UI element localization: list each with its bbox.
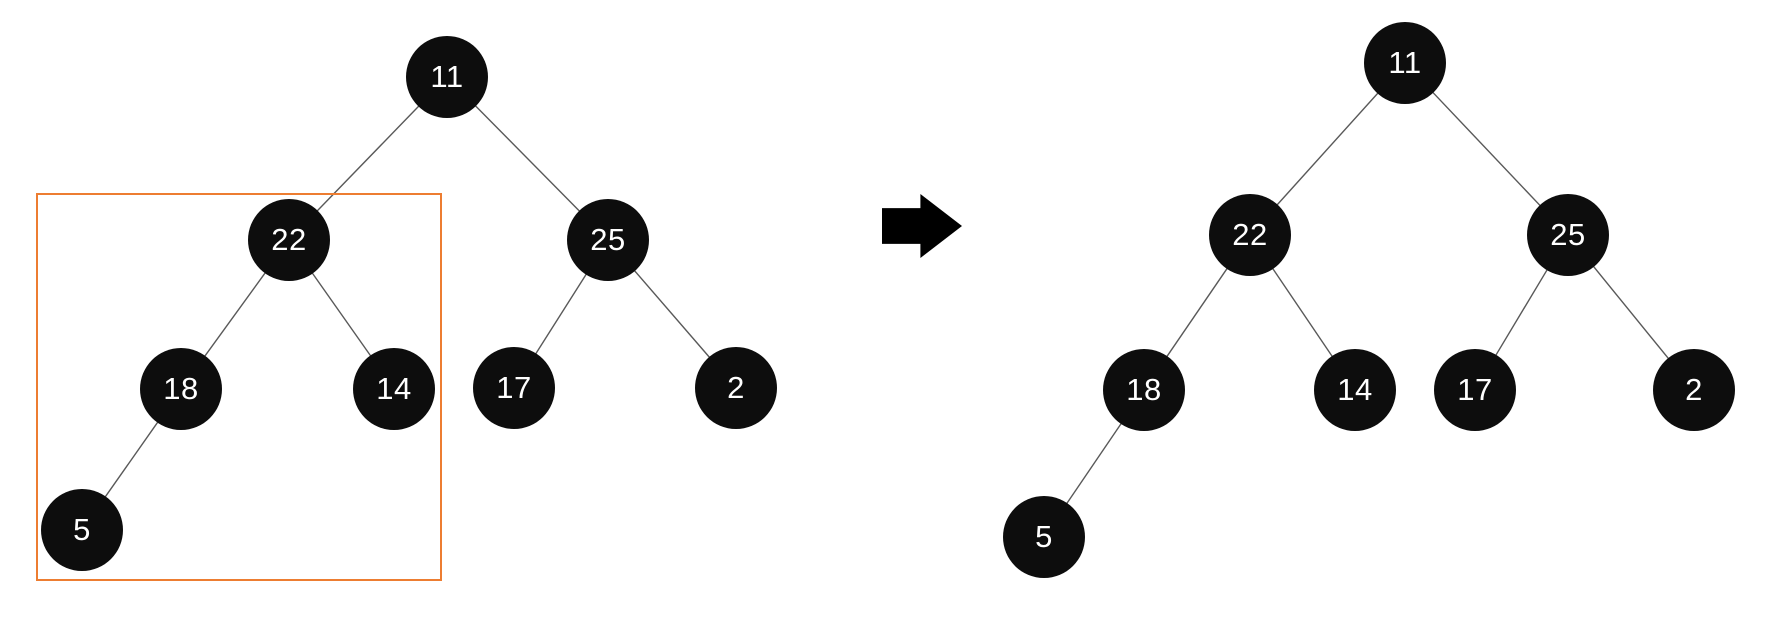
tree-node-label: 2 [1685, 371, 1703, 407]
tree-edge-L25-L2 [632, 269, 712, 359]
tree-node-label: 17 [496, 369, 532, 405]
tree-node-label: 14 [1337, 371, 1373, 407]
tree-node-label: 18 [1126, 371, 1162, 407]
tree-edge-L25-L17 [534, 272, 588, 356]
tree-node-14[interactable]: 14 [1314, 349, 1396, 431]
tree-node-25[interactable]: 25 [567, 199, 649, 281]
tree-node-17[interactable]: 17 [1434, 349, 1516, 431]
tree-edge-L11-L25 [473, 104, 582, 213]
tree-edge-L18-L5 [103, 420, 160, 499]
tree-node-label: 14 [376, 370, 412, 406]
tree-edge-R25-R17 [1494, 268, 1549, 357]
tree-edge-L11-L22 [315, 104, 421, 213]
tree-node-2[interactable]: 2 [1653, 349, 1735, 431]
tree-edge-R11-R25 [1431, 90, 1542, 208]
tree-node-label: 25 [1550, 216, 1586, 252]
tree-node-17[interactable]: 17 [473, 347, 555, 429]
transformation-arrow [882, 194, 962, 258]
tree-node-25[interactable]: 25 [1527, 194, 1609, 276]
tree-node-11[interactable]: 11 [406, 36, 488, 118]
tree-edge-L22-L14 [310, 271, 373, 358]
tree-edge-R25-R2 [1592, 264, 1670, 361]
tree-node-5[interactable]: 5 [1003, 496, 1085, 578]
tree-node-18[interactable]: 18 [140, 348, 222, 430]
tree-node-11[interactable]: 11 [1364, 22, 1446, 104]
tree-node-label: 22 [1232, 216, 1268, 252]
tree-node-22[interactable]: 22 [1209, 194, 1291, 276]
tree-edge-R11-R22 [1275, 91, 1380, 207]
tree-node-18[interactable]: 18 [1103, 349, 1185, 431]
tree-node-label: 5 [73, 511, 91, 547]
tree-node-label: 22 [271, 221, 307, 257]
tree-edge-L22-L18 [203, 271, 267, 358]
tree-edge-R22-R14 [1271, 266, 1334, 359]
tree-node-label: 2 [727, 369, 745, 405]
tree-node-label: 11 [1388, 44, 1422, 80]
tree-node-2[interactable]: 2 [695, 347, 777, 429]
tree-node-label: 17 [1457, 371, 1493, 407]
tree-node-22[interactable]: 22 [248, 199, 330, 281]
edges-group [103, 90, 1670, 506]
tree-node-14[interactable]: 14 [353, 348, 435, 430]
tree-node-label: 18 [163, 370, 199, 406]
tree-edge-R18-R5 [1065, 421, 1123, 506]
arrow-right-icon [882, 194, 962, 258]
tree-node-label: 11 [430, 58, 464, 94]
tree-edge-R22-R18 [1165, 266, 1229, 359]
tree-node-label: 5 [1035, 518, 1053, 554]
tree-node-label: 25 [590, 221, 626, 257]
tree-node-5[interactable]: 5 [41, 489, 123, 571]
